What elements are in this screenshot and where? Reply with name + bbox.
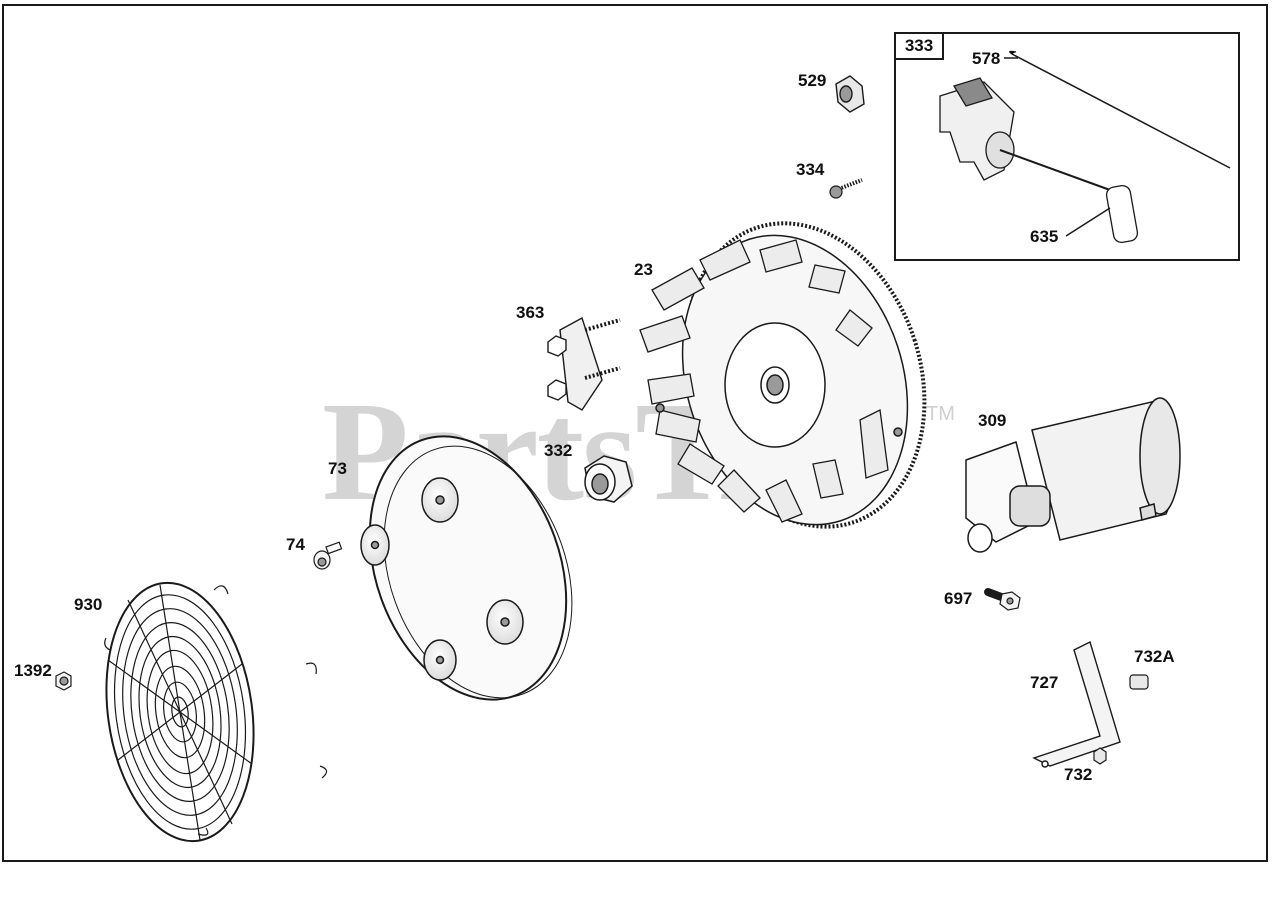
nut-1392[interactable] <box>55 671 72 691</box>
label-578: 578 <box>972 49 1001 68</box>
label-930: 930 <box>74 595 103 614</box>
label-332: 332 <box>544 441 573 460</box>
inset-tag: 333 <box>894 32 944 60</box>
label-727: 727 <box>1030 673 1059 692</box>
flywheel-23[interactable] <box>639 192 962 558</box>
fan-guard-930[interactable] <box>91 573 328 851</box>
bracket-727[interactable] <box>1032 641 1121 768</box>
label-73: 73 <box>328 459 347 478</box>
label-732: 732 <box>1064 765 1093 784</box>
bolt-697[interactable] <box>984 588 1021 611</box>
nut-332[interactable] <box>584 455 633 503</box>
label-635: 635 <box>1030 227 1059 246</box>
inset-label: 333 <box>904 36 934 55</box>
bolt-74[interactable] <box>313 541 343 570</box>
label-363: 363 <box>516 303 545 322</box>
label-23: 23 <box>634 260 653 279</box>
leader-lines <box>1004 57 1111 237</box>
starter-motor-309[interactable] <box>965 397 1181 553</box>
label-529: 529 <box>798 71 827 90</box>
screw-334[interactable] <box>829 178 863 199</box>
cover-73[interactable] <box>335 409 605 728</box>
spacer-529[interactable] <box>835 75 865 113</box>
watermark-tm: TM <box>926 403 955 425</box>
label-309: 309 <box>978 411 1007 430</box>
label-334: 334 <box>796 160 825 179</box>
nut-732a[interactable] <box>1129 674 1149 690</box>
label-697: 697 <box>944 589 973 608</box>
label-1392: 1392 <box>14 661 52 680</box>
label-74: 74 <box>286 535 305 554</box>
inset-frame-333 <box>894 32 1240 261</box>
bolt-732[interactable] <box>1093 747 1107 765</box>
armature-assembly-333[interactable] <box>939 50 1231 244</box>
fan-retainer-363[interactable] <box>547 316 621 411</box>
label-732a: 732A <box>1134 647 1175 666</box>
